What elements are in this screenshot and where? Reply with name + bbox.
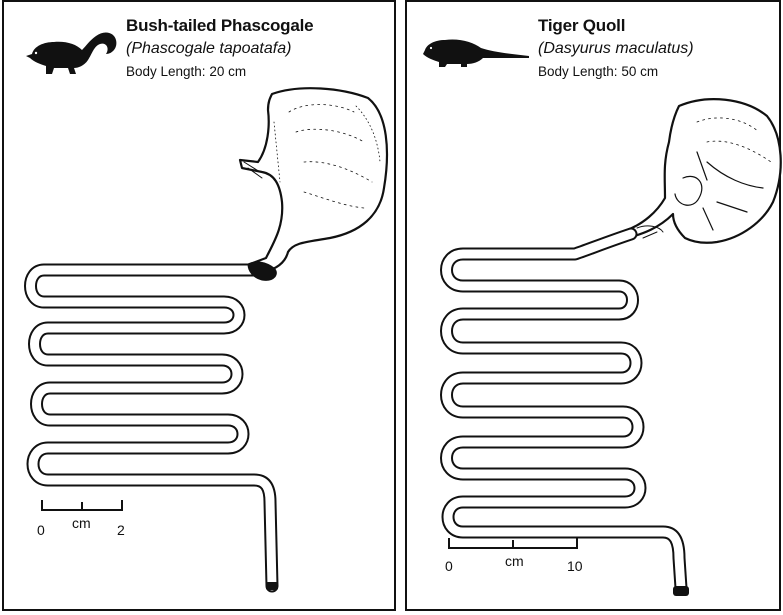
scale-start: 0 — [445, 558, 453, 574]
scale-unit: cm — [505, 553, 524, 569]
scale-bar — [4, 2, 398, 613]
quoll-panel: Tiger Quoll (Dasyurus maculatus) Body Le… — [405, 0, 781, 611]
scale-end: 10 — [567, 558, 583, 574]
scale-unit: cm — [72, 515, 91, 531]
scale-end: 2 — [117, 522, 125, 538]
phascogale-panel: Bush-tailed Phascogale (Phascogale tapoa… — [2, 0, 396, 611]
scale-bar — [407, 2, 783, 613]
scale-start: 0 — [37, 522, 45, 538]
